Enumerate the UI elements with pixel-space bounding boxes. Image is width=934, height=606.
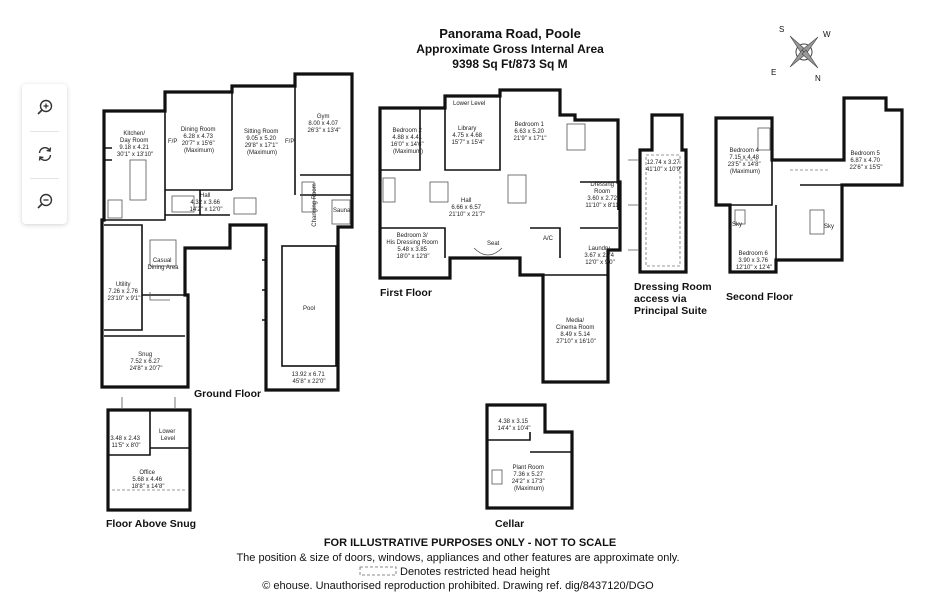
ground-floor-label: Ground Floor: [194, 388, 261, 400]
pool-dims-label: 13.92 x 6.71 45'8" x 22'0": [292, 372, 327, 385]
plan-subtitle: Approximate Gross Internal Area: [416, 42, 604, 56]
utility-label: Utility 7.26 x 2.76 23'10" x 9'1": [108, 282, 141, 302]
compass-n: N: [815, 74, 821, 83]
gym-label: Gym 8.00 x 4.07 26'3" x 13'4": [308, 114, 341, 134]
plan-title: Panorama Road, Poole: [439, 26, 581, 41]
kitchen-label: Kitchen/ Day Room 9.18 x 4.21 30'1" x 13…: [117, 131, 153, 158]
zoom-divider: [30, 178, 59, 179]
lower-level-snug-label: Lower Level: [159, 429, 177, 442]
dressing-room-dims-label: 12.74 x 3.27 41'10" x 10'9": [646, 160, 682, 173]
pool-label: Pool: [303, 306, 315, 312]
hall-first-label: Hall 6.66 x 6.57 21'10" x 21'7": [449, 198, 485, 218]
snug-label: Snug 7.52 x 6.27 24'8" x 20'7": [130, 352, 163, 372]
fp-label-1: F/P: [168, 139, 177, 145]
ground-floor-room-labels: Kitchen/ Day Room 9.18 x 4.21 30'1" x 13…: [108, 114, 351, 400]
cellar-room-label: 4.38 x 3.15 14'4" x 10'4": [498, 419, 531, 432]
restricted-height-legend: Denotes restricted head height: [400, 566, 550, 578]
snug-above-dims-label: 3.48 x 2.43 11'5" x 8'0": [110, 436, 141, 449]
reset-zoom-button[interactable]: [22, 131, 67, 177]
disclaimer-heading: FOR ILLUSTRATIVE PURPOSES ONLY - NOT TO …: [324, 537, 616, 549]
disclaimer-text: The position & size of doors, windows, a…: [236, 552, 679, 564]
zoom-controls: [22, 84, 67, 224]
cellar-label: Cellar: [495, 518, 524, 530]
dressing-room-plan: 12.74 x 3.27 41'10" x 10'9" Dressing Roo…: [628, 113, 715, 317]
zoom-out-button[interactable]: [22, 178, 67, 224]
dressing-room-first-label: Dressing Room 3.60 x 2.72 11'10" x 8'11": [585, 182, 620, 209]
plan-area: 9398 Sq Ft/873 Sq M: [452, 57, 567, 71]
ac-label: A/C: [543, 236, 554, 242]
second-floor-plan: Bedroom 4 7.15 x 4.48 23'5" x 14'8" (Max…: [714, 96, 904, 303]
compass-w: W: [823, 30, 831, 39]
refresh-icon: [38, 147, 51, 161]
zoom-in-button[interactable]: [22, 84, 67, 130]
sauna-label: Sauna: [333, 208, 351, 214]
zoom-divider: [30, 131, 59, 132]
bedroom-5-label: Bedroom 5 6.87 x 4.70 22'6" x 15'5": [850, 151, 883, 171]
compass-icon: S W E N: [771, 25, 831, 83]
copyright-text: © ehouse. Unauthorised reproduction proh…: [262, 580, 654, 592]
lower-level-first-label: Lower Level: [453, 101, 485, 107]
floor-above-snug-plan: 3.48 x 2.43 11'5" x 8'0" Lower Level Off…: [106, 397, 196, 530]
media-room-label: Media/ Cinema Room 8.49 x 5.14 27'10" x …: [556, 318, 596, 345]
hall-ground-label: Hall 4.32 x 3.66 14'2" x 12'0": [190, 193, 223, 213]
dining-room-label: Dining Room 6.28 x 4.73 20'7" x 15'6" (M…: [181, 127, 217, 154]
seat-label: Seat: [487, 241, 500, 247]
second-floor-label: Second Floor: [726, 291, 793, 303]
plant-room-label: Plant Room 7.36 x 5.27 24'2" x 17'3" (Ma…: [512, 465, 547, 492]
library-label: Library 4.75 x 4.68 15'7" x 15'4": [452, 126, 485, 146]
first-floor-label: First Floor: [380, 287, 432, 299]
changing-room-label: Changing Room: [312, 183, 318, 226]
zoom-out-icon: [36, 193, 52, 209]
laundry-label: Laundry 3.67 x 2.74 12'0" x 9'0": [584, 246, 615, 266]
cellar-plan: 4.38 x 3.15 14'4" x 10'4" Plant Room 7.3…: [485, 403, 574, 530]
compass-s: S: [779, 25, 784, 34]
bedroom-1-label: Bedroom 1 6.63 x 5.20 21'9" x 17'1": [514, 122, 547, 142]
bedroom-2-label: Bedroom 2 4.88 x 4.41 16'0" x 14'6" (Max…: [391, 128, 426, 155]
fp-label-2: F/P: [285, 139, 294, 145]
restricted-height-legend-icon: [359, 566, 397, 576]
office-label: Office 5.68 x 4.46 18'8" x 14'8": [132, 470, 165, 490]
sky-label-1: Sky: [732, 222, 742, 228]
bedroom-3-label: Bedroom 3/ His Dressing Room 5.48 x 3.85…: [386, 233, 439, 260]
sitting-room-label: Sitting Room 9.05 x 5.20 29'8" x 17'1" (…: [244, 129, 280, 156]
zoom-in-icon: [36, 99, 52, 115]
casual-dining-label: Casual Dining Area: [147, 258, 179, 271]
bedroom-6-label: Bedroom 6 3.90 x 3.76 12'10" x 12'4": [736, 251, 772, 271]
bedroom-4-label: Bedroom 4 7.15 x 4.48 23'5" x 14'8" (Max…: [728, 148, 763, 175]
compass-e: E: [771, 68, 776, 77]
dressing-room-title: Dressing Room access via Principal Suite: [634, 281, 715, 317]
first-floor-plan: Lower Level Bedroom 2 4.88 x 4.41 16'0" …: [378, 88, 622, 384]
ground-floor-plan: [100, 72, 354, 392]
floor-above-snug-label: Floor Above Snug: [106, 518, 196, 530]
sky-label-2: Sky: [824, 224, 834, 230]
